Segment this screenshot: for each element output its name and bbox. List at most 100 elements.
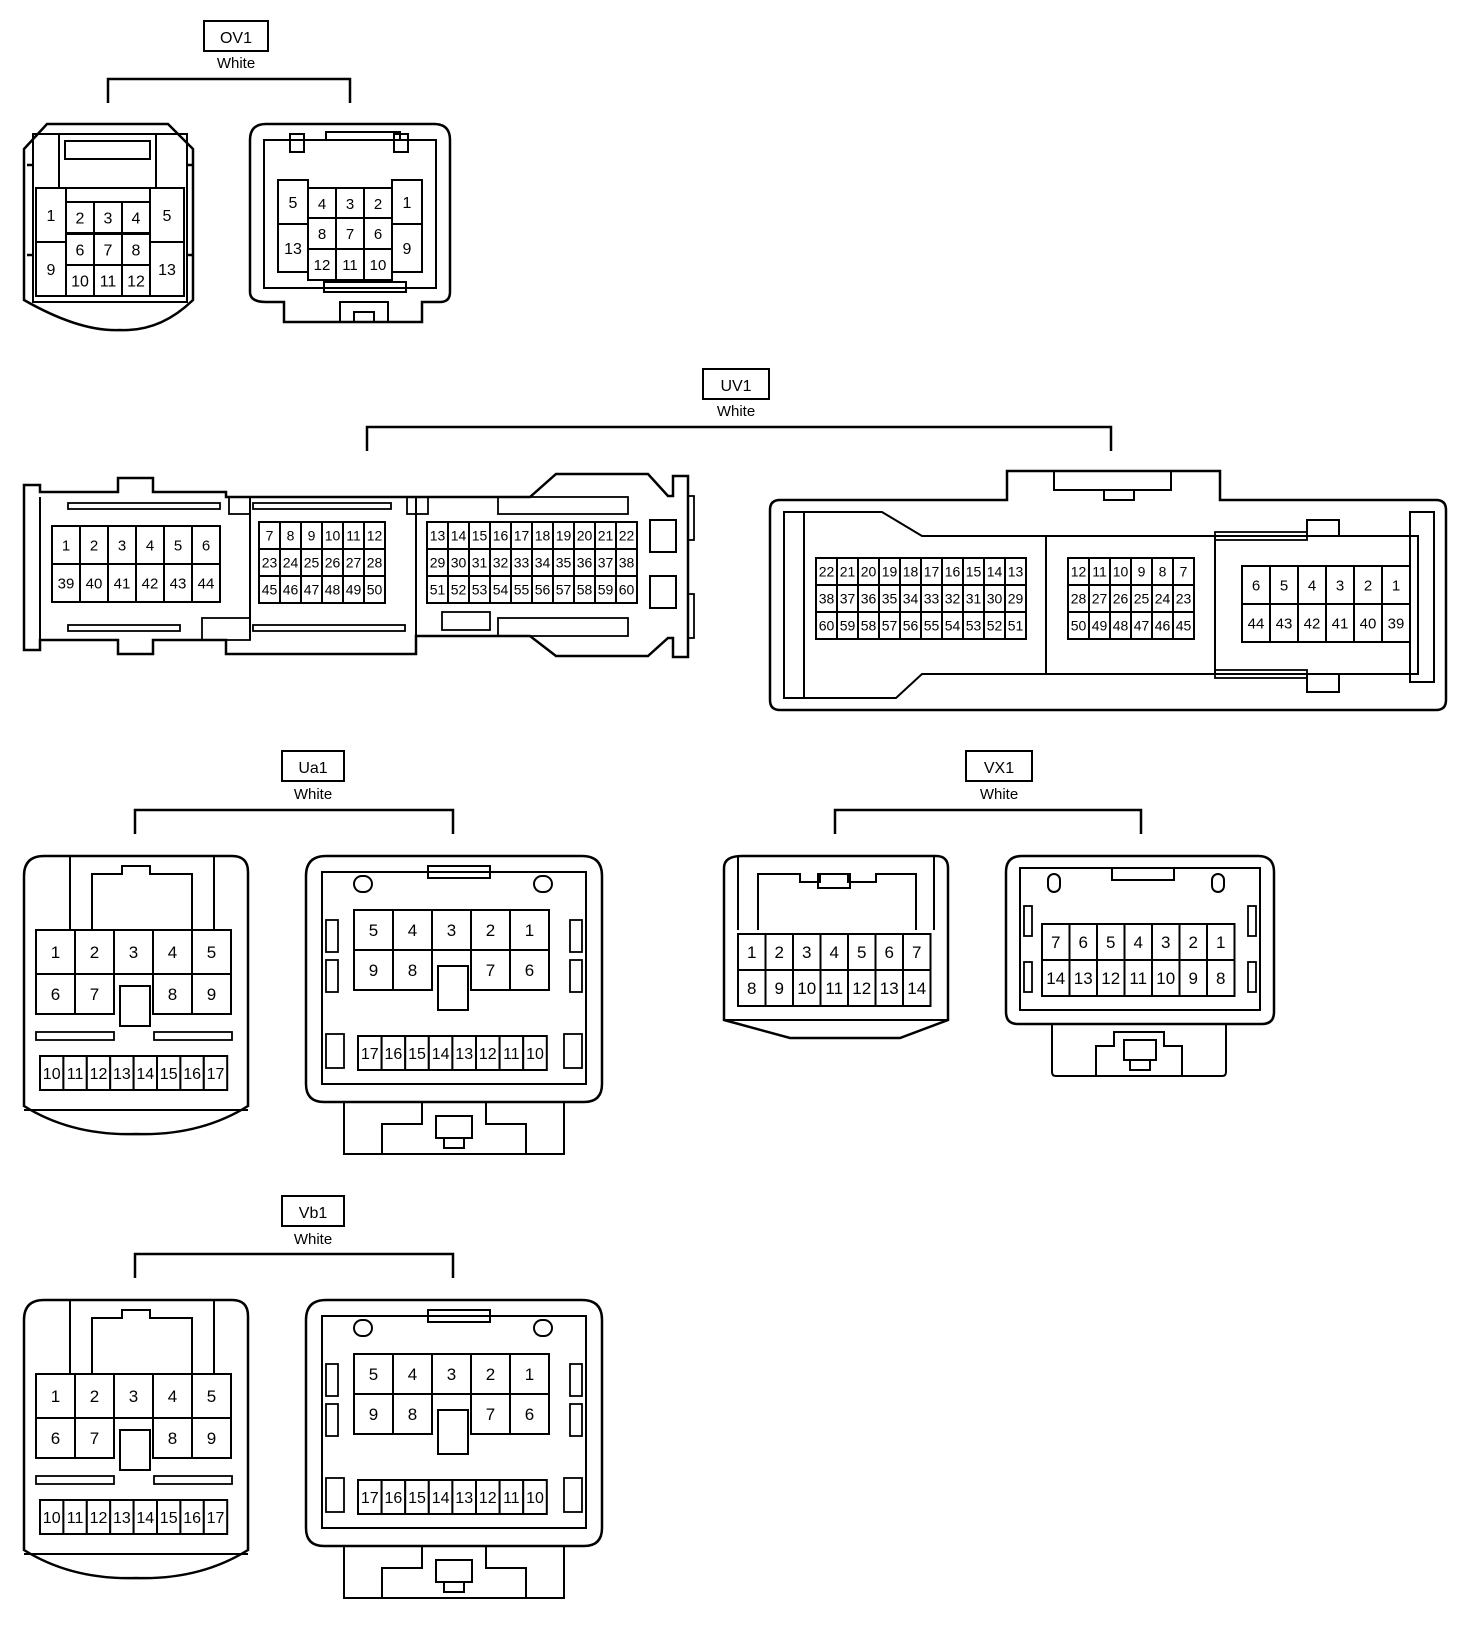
pin-number: 15 bbox=[160, 1066, 178, 1083]
pin-number: 42 bbox=[1304, 615, 1321, 632]
pin-number: 4 bbox=[132, 210, 141, 227]
pin-number: 51 bbox=[430, 582, 446, 598]
pin-number: 20 bbox=[577, 528, 593, 544]
pin-number: 28 bbox=[367, 555, 383, 571]
pin-number: 30 bbox=[987, 591, 1003, 607]
cavity bbox=[93, 201, 123, 234]
vx1-code-box bbox=[965, 750, 1033, 782]
pin-number: 33 bbox=[514, 555, 530, 571]
pin-number: 2 bbox=[90, 943, 99, 962]
cavity bbox=[522, 1035, 548, 1071]
cavity bbox=[1004, 611, 1027, 640]
pin-number: 55 bbox=[514, 582, 530, 598]
pin-number: 36 bbox=[861, 591, 877, 607]
pin-number: 7 bbox=[486, 1405, 495, 1424]
pin-number: 10 bbox=[43, 1510, 61, 1527]
pin-number: 9 bbox=[1138, 564, 1146, 580]
pin-number: 39 bbox=[1388, 615, 1405, 632]
pin-number: 8 bbox=[168, 985, 177, 1004]
pin-number: 4 bbox=[168, 943, 177, 962]
pin-number: 3 bbox=[346, 196, 354, 213]
pin-number: 53 bbox=[472, 582, 488, 598]
pin-number: 15 bbox=[408, 1046, 426, 1063]
pin-number: 14 bbox=[136, 1066, 154, 1083]
uv1-code: UV1 bbox=[720, 378, 751, 395]
pin-number: 12 bbox=[479, 1490, 497, 1507]
pin-number: 57 bbox=[556, 582, 572, 598]
pin-number: 43 bbox=[1276, 615, 1293, 632]
pin-number: 16 bbox=[183, 1066, 201, 1083]
cavity bbox=[1297, 565, 1327, 605]
pin-number: 2 bbox=[76, 210, 85, 227]
pin-number: 3 bbox=[104, 210, 113, 227]
cavity bbox=[113, 929, 154, 975]
pin-number: 38 bbox=[619, 555, 635, 571]
cavity bbox=[191, 973, 232, 1015]
pin-number: 5 bbox=[857, 943, 866, 962]
pin-number: 29 bbox=[1008, 591, 1024, 607]
vb1-color: White bbox=[294, 1231, 332, 1248]
pin-number: 47 bbox=[304, 582, 320, 598]
pin-number: 7 bbox=[90, 985, 99, 1004]
pin-number: 5 bbox=[369, 1365, 378, 1384]
cavity bbox=[74, 973, 115, 1015]
vx1-color: White bbox=[980, 786, 1018, 803]
pin-number: 35 bbox=[882, 591, 898, 607]
pin-number: 32 bbox=[493, 555, 509, 571]
pin-number: 50 bbox=[1071, 618, 1087, 634]
pin-number: 18 bbox=[535, 528, 551, 544]
pin-number: 12 bbox=[1071, 564, 1087, 580]
cavity bbox=[152, 1373, 193, 1419]
pin-number: 12 bbox=[367, 528, 383, 544]
pin-number: 48 bbox=[325, 582, 341, 598]
pin-number: 11 bbox=[503, 1046, 520, 1063]
pin-number: 19 bbox=[882, 564, 898, 580]
pin-number: 1 bbox=[403, 195, 412, 212]
pin-number: 22 bbox=[819, 564, 835, 580]
pin-number: 45 bbox=[262, 582, 278, 598]
pin-number: 34 bbox=[535, 555, 551, 571]
pin-number: 13 bbox=[430, 528, 446, 544]
pin-number: 59 bbox=[598, 582, 614, 598]
pin-number: 22 bbox=[619, 528, 635, 544]
pin-number: 6 bbox=[202, 537, 210, 554]
pin-number: 60 bbox=[619, 582, 635, 598]
pin-number: 10 bbox=[797, 979, 816, 998]
pin-number: 58 bbox=[577, 582, 593, 598]
cavity bbox=[431, 909, 472, 951]
cavity bbox=[1041, 959, 1071, 997]
cavity bbox=[135, 563, 165, 603]
pin-number: 57 bbox=[882, 618, 898, 634]
ov1-code: OV1 bbox=[220, 30, 252, 47]
cavity bbox=[391, 179, 423, 225]
cavity bbox=[93, 264, 123, 297]
pin-number: 54 bbox=[493, 582, 509, 598]
pin-number: 8 bbox=[132, 242, 141, 259]
cavity bbox=[121, 264, 151, 297]
cavity bbox=[363, 575, 386, 604]
cavity bbox=[35, 1373, 76, 1419]
cavity bbox=[152, 1417, 193, 1459]
pin-number: 17 bbox=[207, 1066, 225, 1083]
pin-number: 11 bbox=[1092, 564, 1107, 580]
cavity bbox=[792, 933, 822, 971]
cavity bbox=[35, 241, 67, 297]
pin-number: 4 bbox=[830, 943, 839, 962]
pin-number: 40 bbox=[1360, 615, 1377, 632]
pin-number: 29 bbox=[430, 555, 446, 571]
cavity bbox=[764, 933, 794, 971]
pin-number: 19 bbox=[556, 528, 572, 544]
pin-number: 3 bbox=[447, 1365, 456, 1384]
cavity bbox=[363, 248, 393, 281]
pin-number: 4 bbox=[1308, 577, 1316, 594]
cavity bbox=[509, 1353, 550, 1395]
pin-number: 13 bbox=[1074, 969, 1093, 988]
pin-number: 11 bbox=[825, 979, 843, 998]
pin-number: 9 bbox=[403, 241, 412, 258]
pin-number: 2 bbox=[486, 921, 495, 940]
cavity bbox=[1381, 565, 1411, 605]
